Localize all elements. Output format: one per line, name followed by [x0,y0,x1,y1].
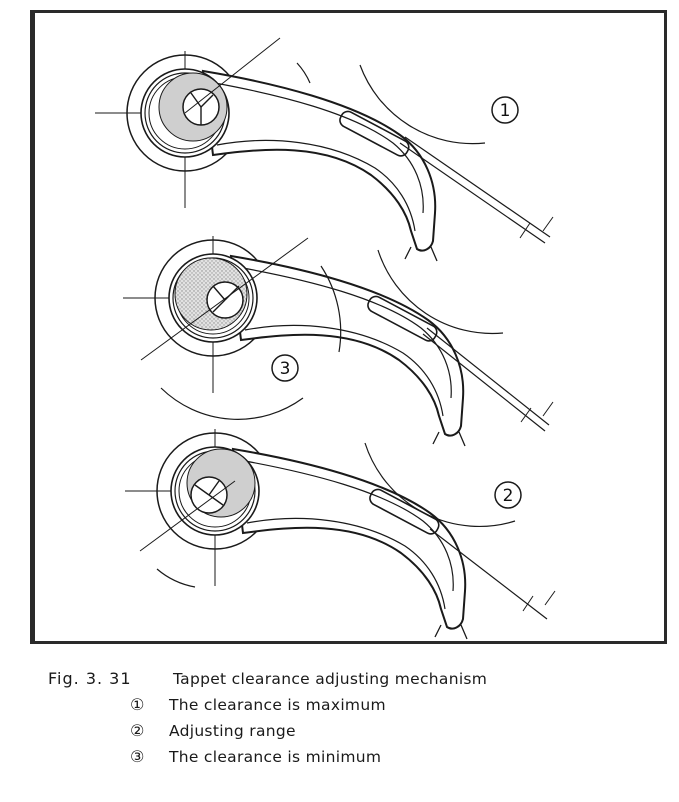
callout-marker-2: 2 [494,481,522,509]
mechanism-middle [122,235,554,447]
svg-text:1: 1 [500,101,511,121]
tappet-diagram: 1 3 2 [94,37,556,640]
caption-text-1: The clearance is maximum [168,696,386,714]
svg-text:2: 2 [503,486,514,506]
figure-number: Fig. 3. 31 [48,669,132,688]
caption-item-2: ② Adjusting range [48,718,648,744]
mechanism-lower [124,428,556,640]
callout-marker-1: 1 [491,96,519,124]
figure-caption: Fig. 3. 31 Tappet clearance adjusting me… [48,666,648,770]
caption-item-1: ① The clearance is maximum [48,692,648,718]
svg-text:3: 3 [280,359,291,379]
mechanism-upper [94,37,554,262]
caption-text-3: The clearance is minimum [168,748,382,766]
caption-title-line: Fig. 3. 31 Tappet clearance adjusting me… [48,666,648,692]
caption-text-2: Adjusting range [168,722,296,740]
caption-marker-3: ③ [130,747,145,766]
figure-title: Tappet clearance adjusting mechanism [172,670,488,688]
callout-marker-3: 3 [271,354,299,382]
caption-marker-1: ① [130,695,145,714]
figure-frame: 1 3 2 [30,10,667,644]
caption-item-3: ③ The clearance is minimum [48,744,648,770]
caption-marker-2: ② [130,721,145,740]
